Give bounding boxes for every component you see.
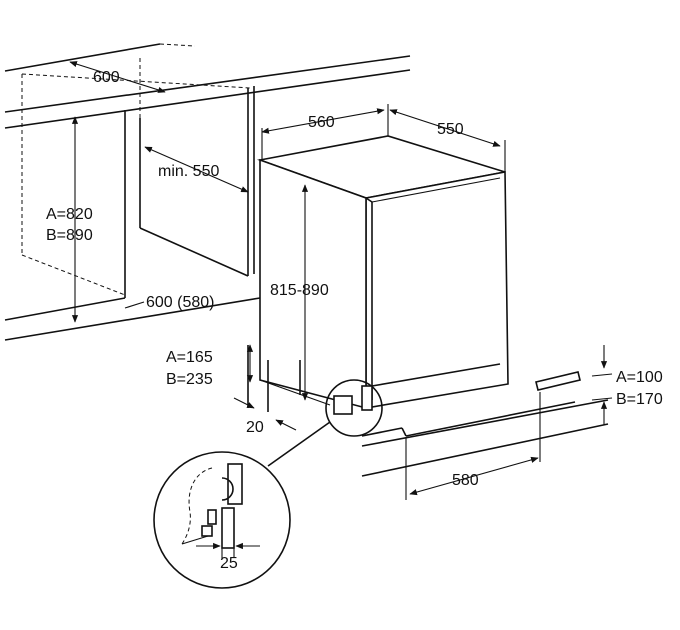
niche-panel bbox=[139, 86, 255, 277]
label-width: 560 bbox=[308, 114, 335, 131]
label-detail-offset: 25 bbox=[220, 555, 238, 572]
label-niche-a: A=820 bbox=[46, 206, 93, 223]
label-depth: 550 bbox=[437, 121, 464, 138]
appliance bbox=[256, 135, 509, 410]
label-plinth-b: B=235 bbox=[166, 371, 213, 388]
worktop bbox=[4, 43, 411, 129]
label-niche-b: B=890 bbox=[46, 227, 93, 244]
detail-callout bbox=[153, 379, 383, 589]
label-door-plinth-b: B=170 bbox=[616, 391, 663, 408]
label-front-gap: 20 bbox=[246, 419, 264, 436]
label-appliance-height: 815-890 bbox=[270, 282, 329, 299]
label-top-depth: 600 bbox=[93, 69, 120, 86]
label-opening-depth: 600 (580) bbox=[146, 294, 215, 311]
label-door-plinth-a: A=100 bbox=[616, 369, 663, 386]
plinth bbox=[247, 345, 609, 477]
niche-outline bbox=[4, 58, 261, 341]
label-plinth-width: 580 bbox=[452, 472, 479, 489]
label-min-depth: min. 550 bbox=[158, 163, 219, 180]
label-plinth-a: A=165 bbox=[166, 349, 213, 366]
dimension-lines bbox=[69, 61, 613, 500]
dimension-labels: 600 560 550 min. 550 A=820 B=890 815-890… bbox=[46, 69, 663, 572]
